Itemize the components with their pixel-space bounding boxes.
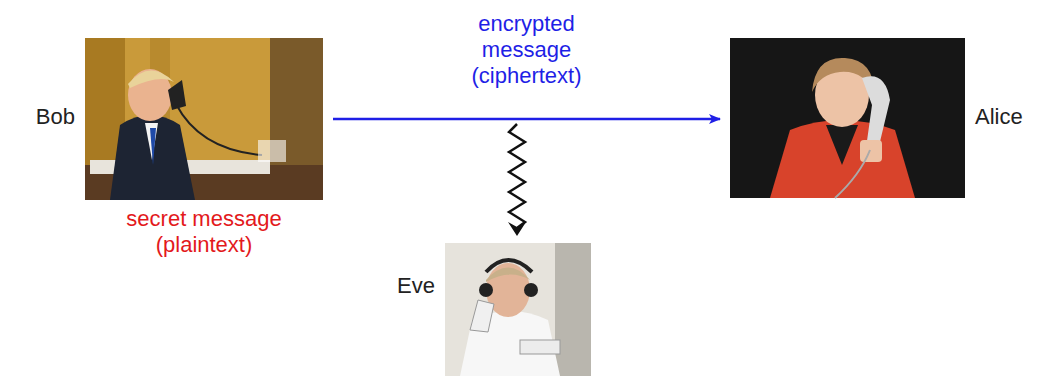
caller-photo: [730, 38, 965, 198]
person-name: Bob: [13, 104, 75, 130]
channel-arrow: [333, 118, 720, 121]
tap-zigzag: [508, 124, 526, 236]
edge-label: encrypted message (ciphertext): [457, 11, 597, 89]
person-name: Alice: [975, 104, 1037, 130]
caller-photo-box: Alice: [730, 38, 965, 198]
caller-photo-box: Bobsecret message (plaintext): [85, 38, 323, 200]
person-name: Eve: [377, 273, 435, 299]
message-note: secret message (plaintext): [99, 206, 309, 258]
eavesdropper-photo-box: Eve: [445, 243, 591, 376]
eavesdropper-photo: [445, 243, 591, 376]
caller-photo: [85, 38, 323, 200]
